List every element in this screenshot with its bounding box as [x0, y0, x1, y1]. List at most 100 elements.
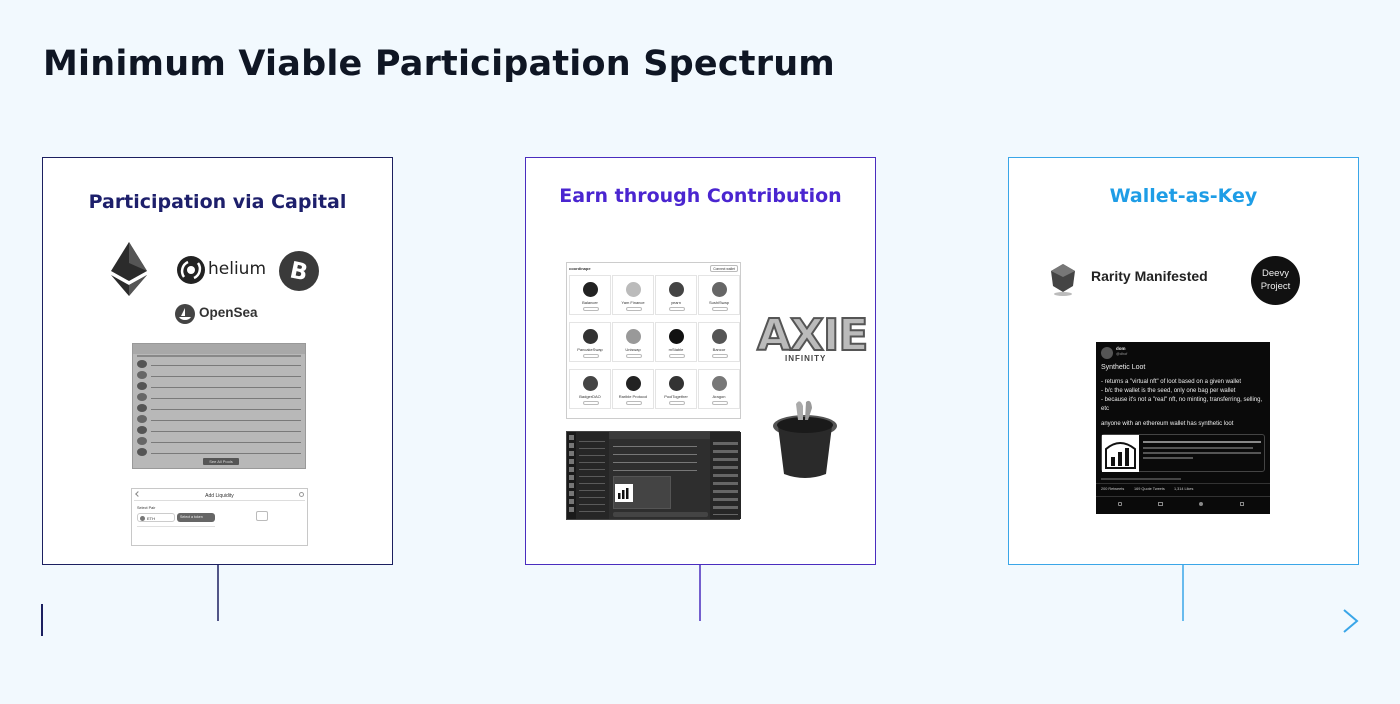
protocol-logo-icon — [583, 282, 598, 297]
dashboard-item-label: Rarible Protocol — [618, 394, 648, 399]
dashboard-item-label: SushiSwap — [708, 300, 729, 305]
join-button[interactable] — [712, 354, 728, 358]
join-button[interactable] — [626, 354, 642, 358]
dashboard-item[interactable]: Aragon — [698, 369, 740, 409]
inbox-icon — [256, 511, 268, 521]
dashboard-item-label: BadgerDAO — [579, 394, 601, 399]
join-button[interactable] — [583, 401, 599, 405]
tweet-author: dom — [1116, 346, 1126, 351]
join-button[interactable] — [669, 401, 685, 405]
join-button[interactable] — [626, 401, 642, 405]
join-button[interactable] — [669, 354, 685, 358]
axis-arrow-icon — [1343, 609, 1359, 633]
add-liquidity-title: Add Liquidity — [205, 493, 234, 499]
reply-icon[interactable] — [1118, 502, 1122, 506]
panel-title: Participation via Capital — [88, 191, 347, 213]
dashboard-item-label: mStable — [668, 347, 684, 352]
rarity-manifested-icon — [1051, 264, 1075, 296]
synthetic-loot-icon — [1102, 435, 1139, 472]
protocol-logo-icon — [626, 282, 641, 297]
connect-wallet-button[interactable]: Connect wallet — [710, 265, 738, 272]
dashboard-item[interactable]: Uniswap — [612, 322, 654, 362]
deevy-project-badge: Deevy Project — [1251, 256, 1300, 305]
see-all-pools-button[interactable]: See All Pools — [209, 459, 233, 464]
dashboard-item[interactable]: mStable — [655, 322, 697, 362]
deevy-project-label: Deevy Project — [1260, 268, 1291, 292]
protocol-logo-icon — [712, 282, 727, 297]
svg-text:B: B — [288, 257, 311, 286]
panel-title: Earn through Contribution — [559, 185, 842, 207]
protocol-logo-icon — [669, 329, 684, 344]
select-token-label: Select a token — [180, 515, 203, 519]
connect-wallet-label: Connect wallet — [713, 267, 735, 271]
protocol-logo-icon — [626, 329, 641, 344]
discord-embed-icon — [615, 484, 633, 502]
like-icon[interactable] — [1199, 502, 1203, 506]
add-liquidity-screenshot: Add Liquidity Select Pair ETH Select a t… — [131, 488, 308, 546]
panel-wallet-as-key: Wallet-as-Key Rarity Manifested Deevy Pr… — [1008, 157, 1359, 565]
protocol-logo-icon — [712, 376, 727, 391]
tweet-line: - because it's not a "real" nft, no mint… — [1101, 397, 1263, 412]
dashboard-item-label: PancakeSwap — [577, 347, 603, 352]
tweet-line: - returns a "virtual nft" of loot based … — [1101, 379, 1242, 385]
dashboard-item-label: Bancor — [712, 347, 726, 352]
panel-title: Wallet-as-Key — [1109, 185, 1258, 207]
retweets-count: 200 Retweets — [1101, 487, 1125, 491]
rarity-manifested-label: Rarity Manifested — [1091, 268, 1208, 284]
coordinape-screenshot: coordinape Connect wallet Balancer Yam Fi… — [566, 262, 741, 419]
select-pair-label: Select Pair — [137, 506, 156, 510]
panel-earn-contribution: Earn through Contribution coordinape Con… — [525, 157, 876, 565]
token-select[interactable]: ETH — [137, 513, 175, 522]
dashboard-item[interactable]: PancakeSwap — [569, 322, 611, 362]
protocol-logo-icon — [669, 282, 684, 297]
join-button[interactable] — [712, 401, 728, 405]
retweet-icon[interactable] — [1158, 502, 1163, 506]
dashboard-item[interactable]: PoolTogether — [655, 369, 697, 409]
protocol-logo-icon — [669, 376, 684, 391]
pools-table-screenshot: See All Pools — [132, 343, 306, 469]
axie-infinity-logo: AXIE INFINITY — [753, 309, 869, 368]
panel-participation-capital: Participation via Capital helium B OpenS… — [42, 157, 393, 565]
discord-screenshot — [566, 431, 741, 520]
join-button[interactable] — [712, 307, 728, 311]
protocol-logo-icon — [583, 376, 598, 391]
dashboard-item[interactable]: Yam Finance — [612, 275, 654, 315]
join-button[interactable] — [669, 307, 685, 311]
select-token-button[interactable]: Select a token — [177, 513, 215, 522]
dashboard-item[interactable]: yearn — [655, 275, 697, 315]
tweet-headline: Synthetic Loot — [1101, 364, 1146, 371]
join-button[interactable] — [583, 307, 599, 311]
dashboard-item-label: Aragon — [712, 394, 726, 399]
settings-icon[interactable] — [299, 492, 304, 497]
protocol-logo-icon — [583, 329, 598, 344]
dashboard-item-label: Balancer — [582, 300, 598, 305]
tweet-link-card[interactable] — [1101, 434, 1265, 472]
opensea-icon — [175, 304, 195, 324]
protocol-logo-icon — [626, 376, 641, 391]
dashboard-item[interactable]: Bancor — [698, 322, 740, 362]
dashboard-item[interactable]: SushiSwap — [698, 275, 740, 315]
dashboard-item[interactable]: Rarible Protocol — [612, 369, 654, 409]
dashboard-item-label: PoolTogether — [664, 394, 688, 399]
axie-label: AXIE — [756, 309, 869, 362]
opensea-label: OpenSea — [199, 305, 258, 320]
join-button[interactable] — [626, 307, 642, 311]
share-icon[interactable] — [1240, 502, 1244, 506]
dashboard-item-label: yearn — [670, 300, 681, 305]
page-title: Minimum Viable Participation Spectrum — [43, 44, 835, 84]
avatar — [1101, 347, 1113, 359]
token-label: ETH — [147, 516, 155, 521]
axie-sub-label: INFINITY — [785, 354, 827, 363]
likes-count: 1,314 Likes — [1174, 487, 1194, 491]
dashboard-item[interactable]: Balancer — [569, 275, 611, 315]
join-button[interactable] — [583, 354, 599, 358]
ethereum-icon — [111, 242, 147, 296]
helium-label: helium — [208, 259, 267, 279]
bitcoin-icon: B — [279, 251, 319, 291]
helium-icon — [177, 256, 205, 284]
dashboard-item[interactable]: BadgerDAO — [569, 369, 611, 409]
dashboard-item-label: Yam Finance — [621, 300, 645, 305]
dashboard-header: coordinape — [569, 266, 591, 271]
tweet-handle: @dhof — [1116, 352, 1128, 356]
dashboard-item-label: Uniswap — [625, 347, 641, 352]
